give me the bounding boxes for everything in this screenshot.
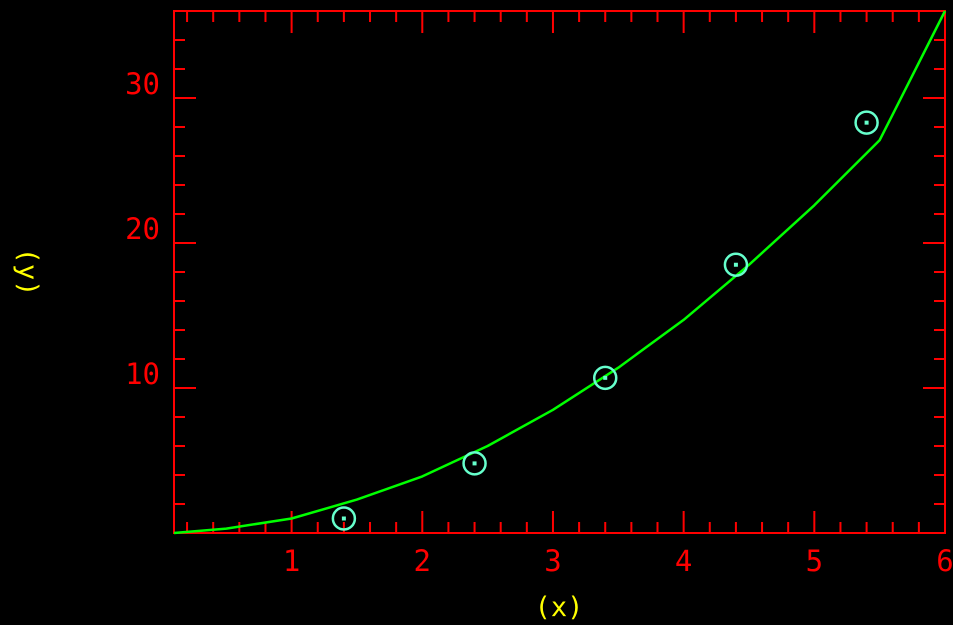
data-point: [854, 110, 879, 135]
fit-curve: [173, 10, 947, 535]
data-point: [723, 252, 749, 277]
x-tick-label: 4: [675, 544, 692, 578]
data-markers: [331, 110, 879, 531]
data-point-ring: [462, 451, 487, 476]
y-tick-label: 10: [125, 357, 160, 391]
y-axis-title: (y): [12, 248, 43, 297]
x-tick-label: 2: [414, 544, 431, 578]
data-point-ring: [723, 252, 749, 277]
data-point: [331, 506, 357, 531]
data-point: [592, 365, 618, 391]
tick-labels: 1 2 3 4 5 6 10 20 30: [125, 67, 953, 578]
data-point-dot: [341, 516, 346, 521]
x-axis-title: (x): [535, 592, 584, 623]
x-tick-label: 5: [806, 544, 823, 578]
data-point-ring: [592, 365, 618, 391]
x-tick-label: 1: [283, 544, 300, 578]
x-tick-label: 6: [936, 544, 953, 578]
data-point-dot: [733, 262, 738, 267]
data-point: [462, 451, 487, 476]
data-point-dot: [864, 120, 869, 125]
y-tick-label: 20: [125, 212, 160, 246]
axis-ticks: [174, 11, 945, 533]
y-tick-label: 30: [125, 67, 160, 101]
data-point-dot: [472, 461, 477, 466]
data-point-ring: [854, 110, 879, 135]
data-point-ring: [331, 506, 357, 531]
data-point-dot: [603, 375, 608, 380]
fit-curve-layer: [173, 10, 947, 535]
x-tick-label: 3: [544, 544, 561, 578]
